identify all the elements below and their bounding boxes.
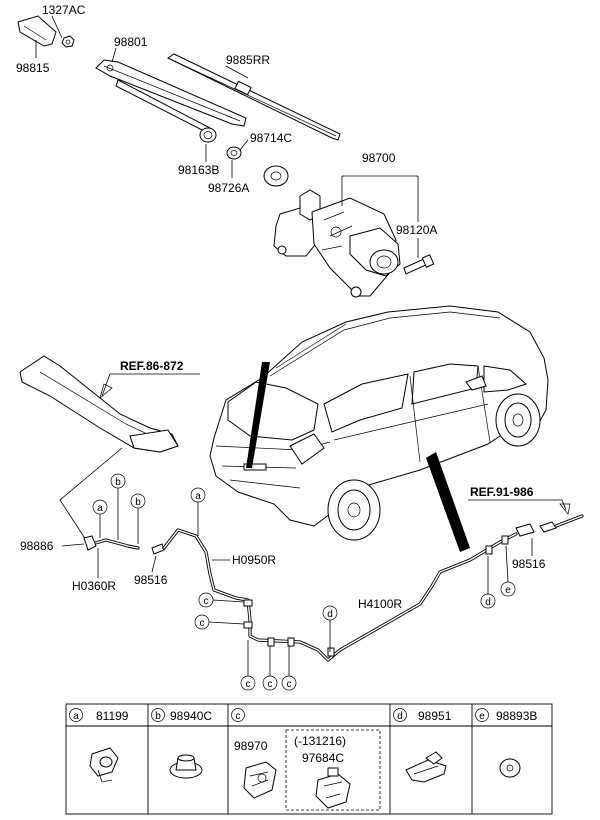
- label-98700: 98700: [362, 151, 396, 165]
- callout-c-5: c: [281, 646, 297, 691]
- callout-c-3: c: [240, 640, 256, 691]
- clip-98970-sketch: [243, 761, 277, 799]
- nut-part: [61, 35, 75, 48]
- label-98120A: 98120A: [396, 223, 437, 237]
- ref-91-986: REF.91-986: [470, 485, 534, 499]
- legend-cell-c: c: [231, 708, 245, 722]
- label-H4100R: H4100R: [358, 597, 402, 611]
- clip-98951-sketch: [405, 751, 447, 783]
- grommet-98940C-sketch: [169, 754, 203, 779]
- hose-h0950r: [162, 528, 518, 662]
- rear-spoiler-part: [19, 355, 179, 453]
- grommet-part: [199, 127, 217, 143]
- label-1327AC: 1327AC: [42, 3, 86, 17]
- svg-text:b: b: [135, 497, 141, 508]
- label-98516-left: 98516: [134, 573, 168, 587]
- clip-81199-sketch: [89, 747, 119, 783]
- hose-h0360r: [90, 538, 140, 550]
- label-98815: 98815: [16, 61, 50, 75]
- wiper-cap-part: [17, 15, 57, 47]
- callout-c-4: c: [262, 646, 278, 691]
- callout-a-right: a: [190, 487, 206, 536]
- pointer-wedge-rear: [246, 362, 270, 468]
- wiper-blade-part: [166, 53, 341, 141]
- label-98163B: 98163B: [178, 163, 219, 177]
- callout-e-right: e: [500, 545, 516, 597]
- clip-97684C-sketch: [315, 767, 351, 809]
- label-98516-right: 98516: [512, 557, 546, 571]
- legend-dashed-box: [285, 729, 381, 811]
- legend-part-c-right: 97684C: [302, 751, 344, 765]
- callout-a-left: a: [92, 499, 108, 538]
- svg-text:c: c: [287, 679, 292, 690]
- callout-d-right: d: [480, 556, 496, 609]
- svg-text:a: a: [195, 491, 201, 502]
- label-H0950R: H0950R: [232, 553, 276, 567]
- legend-part-b: 98940C: [170, 709, 212, 723]
- legend-part-a: 81199: [96, 709, 129, 723]
- wiper-motor-part: [273, 189, 401, 298]
- bolt-part: [403, 254, 435, 275]
- pointer-wedge-front: [426, 452, 470, 552]
- svg-text:e: e: [505, 585, 511, 596]
- seal-part: [263, 165, 289, 187]
- svg-text:d: d: [327, 609, 333, 620]
- callout-c-2: c: [194, 614, 245, 630]
- svg-text:d: d: [397, 711, 403, 722]
- label-98726A: 98726A: [208, 181, 249, 195]
- wiper-arm-part: [95, 59, 247, 135]
- callout-d-hose: d: [322, 605, 338, 652]
- svg-text:d: d: [485, 597, 491, 608]
- callout-c-1: c: [198, 592, 245, 608]
- nozzle-98886: [83, 535, 97, 551]
- svg-text:c: c: [204, 596, 209, 607]
- callout-b-2: b: [130, 493, 146, 544]
- legend-c-range: (-131216): [294, 734, 346, 748]
- vehicle-body: [209, 305, 549, 541]
- svg-text:c: c: [268, 679, 273, 690]
- label-98886: 98886: [20, 539, 54, 553]
- legend-cell-a: a 81199: [69, 708, 129, 723]
- svg-text:a: a: [97, 503, 103, 514]
- parts-legend-table: a 81199 b 98940C c d 98951 e 98893B 9897…: [65, 703, 553, 815]
- connector-98516-right: [515, 521, 557, 537]
- label-98714C: 98714C: [250, 131, 292, 145]
- cap-98893B-sketch: [499, 758, 521, 778]
- ref-86-872: REF.86-872: [120, 359, 184, 373]
- washer-part: [226, 146, 242, 160]
- label-98801: 98801: [114, 35, 148, 49]
- legend-part-d: 98951: [418, 709, 452, 723]
- legend-cell-e: e 98893B: [475, 708, 537, 723]
- svg-text:b: b: [115, 477, 121, 488]
- svg-text:c: c: [246, 679, 251, 690]
- label-H0360R: H0360R: [72, 579, 116, 593]
- callout-b-1: b: [110, 473, 126, 540]
- legend-cell-b: b 98940C: [151, 708, 212, 723]
- connector-98516-left: [151, 543, 165, 555]
- svg-text:a: a: [73, 711, 79, 722]
- svg-text:c: c: [236, 711, 241, 722]
- label-9885RR: 9885RR: [226, 53, 270, 67]
- legend-part-e: 98893B: [496, 709, 537, 723]
- svg-text:c: c: [200, 618, 205, 629]
- legend-part-c-left: 98970: [234, 739, 268, 753]
- hose-clips: [243, 535, 509, 657]
- svg-text:e: e: [479, 711, 485, 722]
- legend-cell-d: d 98951: [393, 708, 452, 723]
- svg-text:b: b: [155, 711, 161, 722]
